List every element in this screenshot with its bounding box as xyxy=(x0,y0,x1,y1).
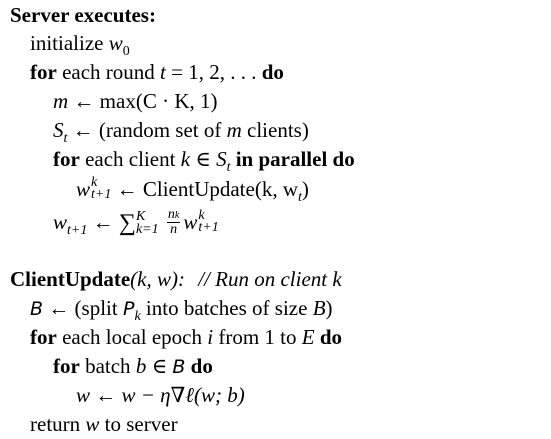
parallel-keyword: in parallel do xyxy=(235,147,355,171)
for-client-text: each client xyxy=(85,147,176,171)
batch-rest: into batches of size xyxy=(145,296,308,320)
for-round-line: for each round t = 1, 2, . . . do xyxy=(30,57,284,87)
update-sup: k xyxy=(91,175,98,191)
in-symbol: ∈ xyxy=(151,354,168,378)
frac-num-sub: k xyxy=(174,210,180,222)
for-batch-text: batch xyxy=(85,354,131,378)
for-epoch-text: each local epoch xyxy=(62,325,202,349)
for-keyword: for xyxy=(53,354,80,378)
return-var: w xyxy=(85,412,100,436)
for-keyword: for xyxy=(53,147,80,171)
init-var: w xyxy=(108,31,123,55)
for-batch-line: for batch b ∈ B do xyxy=(53,351,213,381)
sigma-symbol: ∑ xyxy=(118,210,136,236)
fraction-numerator: nk xyxy=(166,207,181,224)
s-end: clients) xyxy=(247,118,309,142)
for-keyword: for xyxy=(30,325,57,349)
do-keyword: do xyxy=(261,60,284,84)
frac-den: n xyxy=(170,222,178,238)
agg-term-sup: k xyxy=(198,208,205,224)
epoch-range: from 1 to xyxy=(218,325,297,349)
s-sub: t xyxy=(63,131,68,146)
s-line: St ← (random set of m clients) xyxy=(53,115,309,146)
batch-var: b xyxy=(135,354,147,378)
batch-split-text: ← (split xyxy=(48,296,118,320)
batch-set: B xyxy=(30,298,44,320)
agg-term-var: w xyxy=(183,210,198,234)
client-heading-line: ClientUpdate(k, w): // Run on client k xyxy=(10,264,342,294)
update-sub: t+1 xyxy=(91,187,112,203)
client-set-sub: t xyxy=(226,160,231,175)
m-var: m xyxy=(53,89,69,113)
frac-num: n xyxy=(167,207,175,223)
sigma-bottom: k=1 xyxy=(135,222,159,238)
round-range: = 1, 2, . . . xyxy=(171,60,257,84)
for-round-text: each round xyxy=(62,60,155,84)
batch-split-line: B ← (split Pk into batches of size B) xyxy=(30,293,333,324)
return-line: return w to server xyxy=(30,409,178,439)
update-close: ) xyxy=(301,177,309,201)
init-line: initialize w0 xyxy=(30,28,130,59)
gradient-step-line: w ← w − η∇ℓ(w; b) xyxy=(76,383,245,407)
client-set: S xyxy=(216,147,227,171)
m-assign: ← max(C · K, 1) xyxy=(73,89,218,113)
s-var: S xyxy=(53,118,64,142)
m-line: m ← max(C · K, 1) xyxy=(53,86,217,116)
epoch-var: i xyxy=(207,325,214,349)
agg-sub: t+1 xyxy=(67,223,88,238)
for-epoch-line: for each local epoch i from 1 to E do xyxy=(30,322,342,352)
client-heading: ClientUpdate xyxy=(10,267,131,291)
agg-var: w xyxy=(53,210,68,234)
batch-close: ) xyxy=(325,296,333,320)
init-text: initialize xyxy=(30,31,104,55)
do-keyword: do xyxy=(319,325,343,349)
partition-set: P xyxy=(122,298,135,320)
agg-term-sub: t+1 xyxy=(198,220,219,236)
update-var: w xyxy=(76,177,91,201)
client-comment: // Run on client k xyxy=(198,267,342,291)
agg-arrow: ← xyxy=(92,210,114,234)
for-keyword: for xyxy=(30,60,57,84)
update-call-sub: t xyxy=(298,190,302,205)
s-assign: ← (random set of xyxy=(72,118,222,142)
epoch-e: E xyxy=(301,325,315,349)
update-call: ← ClientUpdate(k, w xyxy=(116,177,298,201)
in-symbol: ∈ xyxy=(195,147,211,171)
return-text: return xyxy=(30,412,81,436)
batch-size: B xyxy=(312,296,326,320)
for-client-line: for each client k ∈ St in parallel do xyxy=(53,144,355,175)
init-sub: 0 xyxy=(122,44,130,59)
round-var: t xyxy=(160,60,166,84)
client-var: k xyxy=(180,147,191,171)
return-end: to server xyxy=(104,412,178,436)
server-heading: Server executes: xyxy=(10,3,156,27)
sigma-top: K xyxy=(135,209,146,225)
batch-set-ref: B xyxy=(172,356,186,378)
partition-sub: k xyxy=(134,309,141,324)
s-m-var: m xyxy=(226,118,242,142)
client-heading-args: (k, w): xyxy=(130,267,185,291)
do-keyword: do xyxy=(190,354,213,378)
